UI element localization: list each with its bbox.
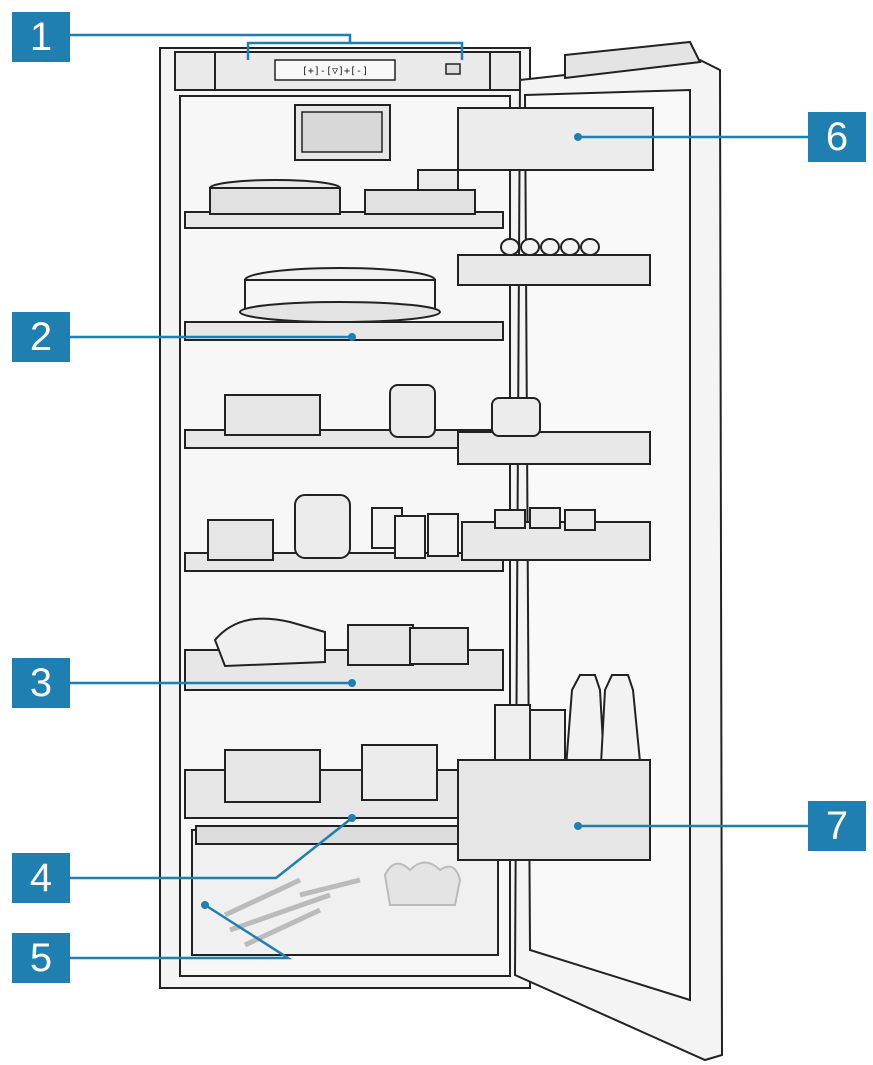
panel-display-text: [+]-[▽]+[-] [302,66,368,77]
leader-dot-2 [348,333,356,341]
leader-dot-5 [201,901,209,909]
leader-5 [70,903,293,960]
shelf-1 [184,211,504,229]
panel-indicator [445,63,461,75]
callout-5: 5 [12,933,70,983]
panel-display [274,59,396,81]
door-bottle-shelf [457,759,651,861]
callout-2: 2 [12,312,70,362]
leader-dot-7 [574,822,582,830]
leader-dot-3 [348,679,356,687]
callout-3: 3 [12,658,70,708]
callout-4: 4 [12,853,70,903]
leader-dot-6 [574,133,582,141]
door-shelf-a [457,431,651,465]
callout-6: 6 [808,112,866,162]
door-egg-shelf [457,254,651,286]
door-compartment [457,107,654,171]
leader-1 [65,33,464,60]
leader-dot-4 [348,814,356,822]
callout-7: 7 [808,801,866,851]
leader-4 [70,817,353,880]
callout-1: 1 [12,12,70,62]
